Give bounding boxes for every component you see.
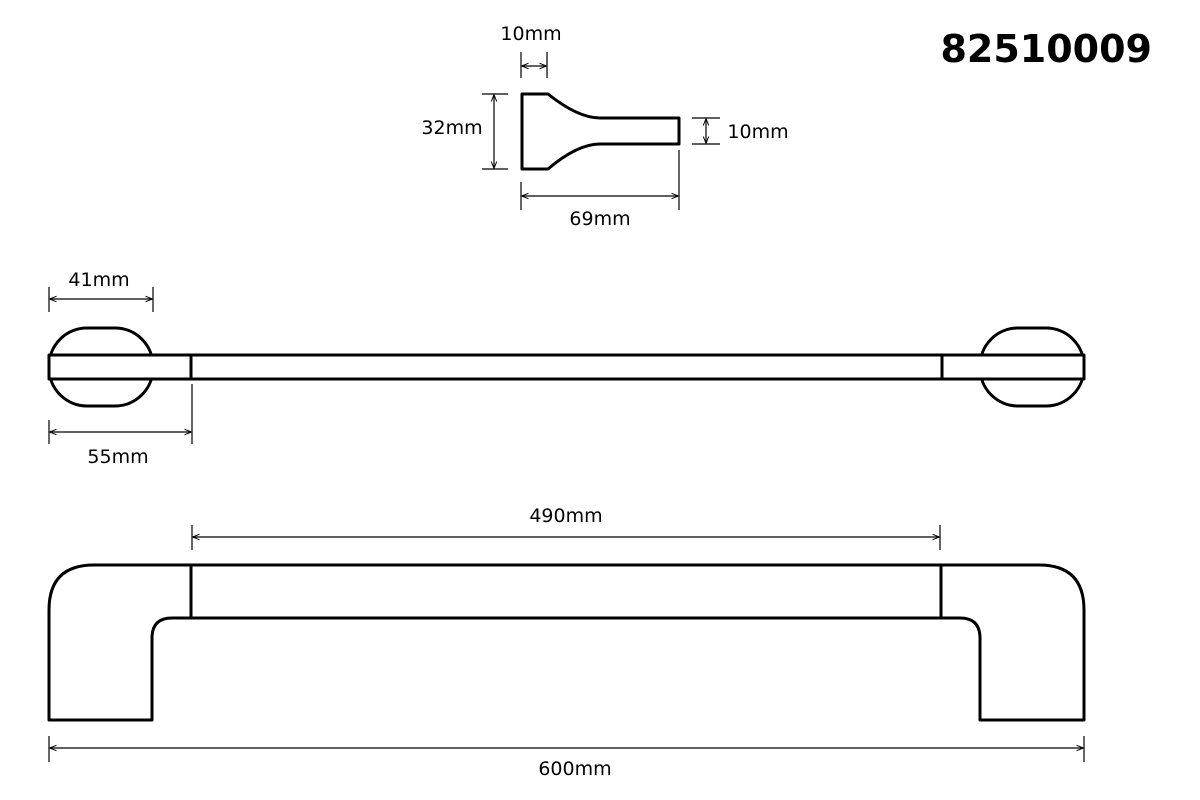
front-view: 490mm 600mm	[47, 505, 1086, 780]
dim-label-profile-tip: 10mm	[500, 23, 561, 45]
dim-label-profile-end: 10mm	[727, 121, 788, 143]
product-code: 82510009	[940, 27, 1152, 71]
top-view: 41mm 55mm	[47, 269, 1086, 468]
dim-label-bar-span: 490mm	[529, 505, 602, 527]
dim-label-overall-length: 600mm	[538, 758, 611, 780]
dim-label-bracket-offset: 55mm	[87, 446, 148, 468]
dim-label-profile-height: 32mm	[421, 117, 482, 139]
profile-outline	[520, 92, 681, 171]
dim-label-profile-length: 69mm	[569, 208, 630, 230]
top-bar	[47, 353, 1086, 381]
front-outline	[47, 563, 1086, 722]
profile-section: 10mm 32mm 10mm 69mm	[421, 23, 788, 230]
dim-label-bracket-width: 41mm	[68, 269, 129, 291]
